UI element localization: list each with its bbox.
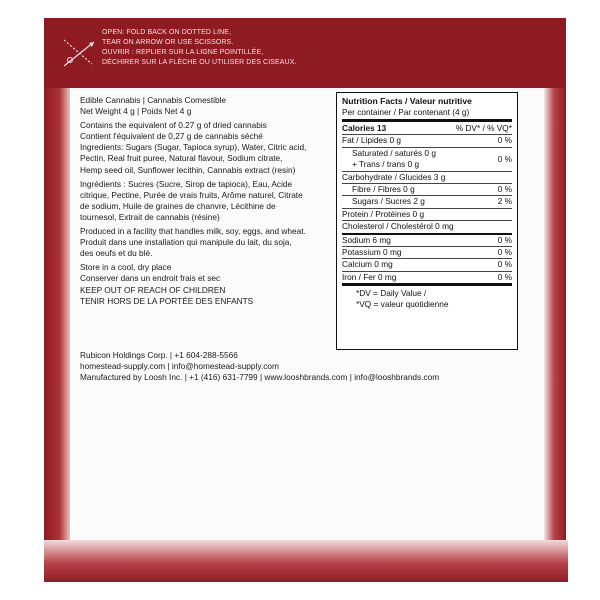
cholesterol-row: Cholesterol / Cholestérol 0 mg [342,220,512,232]
ingredients-fr-3: de sodium, Huile de graines de chanvre, … [80,200,276,211]
equivalent-en: Contains the equivalent of 0.27 g of dri… [80,120,267,131]
carb-row: Carbohydrate / Glucides 3 g [342,170,512,183]
top-band [44,18,566,88]
sodium-row: Sodium 6 mg 0 % [342,235,512,246]
footnote-2: *VQ = valeur quotidienne [356,299,449,310]
tear-line-4: DÉCHIRER SUR LA FLÈCHE OU UTILISER DES C… [102,59,297,66]
allergen-fr-2: des oeufs et du blé. [80,248,153,259]
sodium-pct: 0 % [497,234,512,245]
per-container: Per container / Par contenant (4 g) [342,107,470,117]
ingredients-en-1: Ingredients: Sugars (Sugar, Tapioca syru… [80,142,307,153]
right-edge [544,88,566,568]
manufacturer: Manufactured by Loosh Inc. | +1 (416) 63… [80,372,440,383]
tear-line-1: OPEN: FOLD BACK ON DOTTED LINE, [102,29,232,36]
calcium-label: Calcium 0 mg [342,259,393,270]
sugars-pct: 2 % [497,196,512,207]
nutrition-facts-table: Nutrition Facts / Valeur nutritive Per c… [336,92,518,350]
scissors-tear-icon [63,39,95,67]
tear-line-3: OUVRIR : REPLIER SUR LA LIGNE POINTILLÉE… [102,49,264,56]
nutrition-title: Nutrition Facts / Valeur nutritive [342,96,472,106]
sat-trans-row: Saturated / saturés 0 g + Trans / trans … [342,146,512,171]
potassium-row: Potassium 0 mg 0 % [342,246,512,258]
product-name: Edible Cannabis | Cannabis Comestible [80,95,227,105]
calories-label: Calories 13 [342,123,387,133]
calories-row: Calories 13 % DV* / % VQ* [342,123,512,134]
equivalent-fr: Contient l'équivalent de 0,27 g de canna… [80,131,263,142]
net-weight: Net Weight 4 g | Poids Net 4 g [80,106,192,117]
protein-label: Protein / Protéines 0 g [342,208,425,219]
distributor: Rubicon Holdings Corp. | +1 604-288-5566 [80,350,238,360]
tear-instructions: OPEN: FOLD BACK ON DOTTED LINE, TEAR ON … [102,28,402,68]
fat-label: Fat / Lipides 0 g [342,135,402,146]
storage-en: Store in a cool, dry place [80,262,172,273]
ingredients-fr-2: citrique, Pectine, Purée de vrais fruits… [80,189,303,200]
footnote-1: *DV = Daily Value / [356,288,427,299]
sat-trans-pct: 0 % [497,154,512,165]
bottom-edge [44,540,568,582]
warning-en: KEEP OUT OF REACH OF CHILDREN [80,284,226,295]
iron-label: Iron / Fer 0 mg [342,271,397,282]
saturated-label: Saturated / saturés 0 g [352,147,436,158]
protein-row: Protein / Protéines 0 g [342,207,512,220]
warning-fr: TENIR HORS DE LA PORTÉE DES ENFANTS [80,295,254,306]
tear-line-2: TEAR ON ARROW OR USE SCISSORS. [102,39,234,46]
fibre-pct: 0 % [497,184,512,195]
sugars-row: Sugars / Sucres 2 g 2 % [342,195,512,207]
sugars-label: Sugars / Sucres 2 g [352,196,425,207]
ingredients-fr-4: tournesol, Extrait de cannabis (résine) [80,211,220,222]
dv-header: % DV* / % VQ* [455,123,512,133]
fibre-row: Fibre / Fibres 0 g 0 % [342,183,512,195]
iron-row: Iron / Fer 0 mg 0 % [342,270,512,283]
trans-label: + Trans / trans 0 g [352,159,420,170]
product-info: Edible Cannabis | Cannabis Comestible Ne… [80,95,332,307]
iron-pct: 0 % [497,271,512,282]
cholesterol-label: Cholesterol / Cholestérol 0 mg [342,221,454,232]
storage-fr: Conserver dans un endroit frais et sec [80,273,221,284]
ingredients-fr-1: Ingrédients : Sucres (Sucre, Sirop de ta… [80,178,293,189]
ingredients-en-3: Hemp seed oil, Sunflower lecithin, Canna… [80,164,296,175]
calcium-pct: 0 % [497,259,512,270]
fat-row: Fat / Lipides 0 g 0 % [342,134,512,146]
left-edge [44,88,70,578]
ingredients-en-2: Pectin, Real fruit puree, Natural flavou… [80,153,283,164]
allergen-fr-1: Produit dans une installation qui manipu… [80,237,292,248]
potassium-pct: 0 % [497,247,512,258]
distributor-contact: homestead-supply.com | info@homestead-su… [80,361,279,372]
company-info: Rubicon Holdings Corp. | +1 604-288-5566… [80,350,550,383]
nutrition-footnote: *DV = Daily Value / *VQ = valeur quotidi… [342,283,512,310]
carb-label: Carbohydrate / Glucides 3 g [342,171,446,182]
fibre-label: Fibre / Fibres 0 g [352,184,415,195]
sodium-label: Sodium 6 mg [342,234,391,245]
calcium-row: Calcium 0 mg 0 % [342,258,512,270]
potassium-label: Potassium 0 mg [342,247,402,258]
allergen-en: Produced in a facility that handles milk… [80,226,306,237]
fat-pct: 0 % [497,135,512,146]
